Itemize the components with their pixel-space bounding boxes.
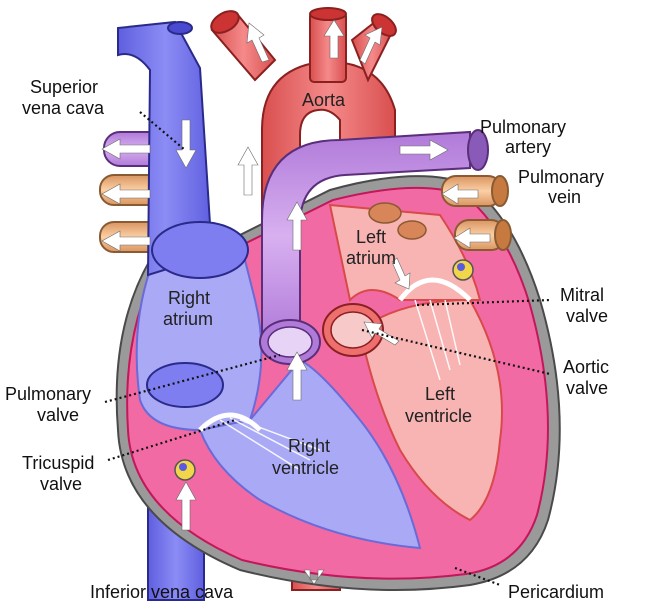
- left-atrium-label-1: Left: [356, 227, 386, 247]
- inferior-vena-cava-label: Inferior vena cava: [90, 582, 234, 602]
- pulmonary-vein-label-1: Pulmonary: [518, 167, 604, 187]
- aortic-valve: [322, 303, 384, 357]
- pulmonary-valve-label-1: Pulmonary: [5, 384, 91, 404]
- pulmonary-valve-label-2: valve: [37, 405, 79, 425]
- aorta-label: Aorta: [302, 90, 346, 110]
- superior-vena-cava-label-1: Superior: [30, 77, 98, 97]
- pulmonary-artery-label-1: Pulmonary: [480, 117, 566, 137]
- left-ventricle-label-1: Left: [425, 384, 455, 404]
- av-node: [452, 259, 474, 281]
- right-atrium-label-2: atrium: [163, 309, 213, 329]
- mitral-valve: [398, 277, 472, 302]
- pulmonary-valve: [259, 319, 321, 365]
- right-ventricle: [198, 358, 422, 550]
- flow-arrows: [101, 19, 491, 585]
- left-atrium-label-2: atrium: [346, 248, 396, 268]
- left-ventricle-label-2: ventricle: [405, 406, 472, 426]
- mitral-valve-label-2: valve: [566, 306, 608, 326]
- aortic-valve-label-1: Aortic: [563, 357, 609, 377]
- svc-opening: [151, 221, 249, 279]
- labels: Superior vena cava Aorta Pulmonary arter…: [5, 77, 609, 602]
- tricuspid-valve-label-2: valve: [40, 474, 82, 494]
- ivc-opening: [146, 362, 224, 408]
- aorta-branch-2: [309, 11, 347, 83]
- pulmonary-artery-label-2: artery: [505, 137, 551, 157]
- aortic-valve-label-2: valve: [566, 378, 608, 398]
- leader-lines: [104, 111, 551, 587]
- pulmonary-artery: [261, 130, 471, 341]
- pulmonary-vein-label-2: vein: [548, 187, 581, 207]
- superior-vena-cava: [117, 20, 214, 277]
- left-ventricle: [358, 298, 503, 522]
- pericardium-label: Pericardium: [508, 582, 604, 602]
- tricuspid-valve-label-1: Tricuspid: [22, 453, 94, 473]
- right-ventricle-label-1: Right: [288, 436, 330, 456]
- right-atrium-label-1: Right: [168, 288, 210, 308]
- left-atrium: [328, 203, 482, 303]
- mitral-valve-label-1: Mitral: [560, 285, 604, 305]
- sa-node: [174, 459, 196, 481]
- superior-vena-cava-label-2: vena cava: [22, 98, 105, 118]
- right-ventricle-label-2: ventricle: [272, 458, 339, 478]
